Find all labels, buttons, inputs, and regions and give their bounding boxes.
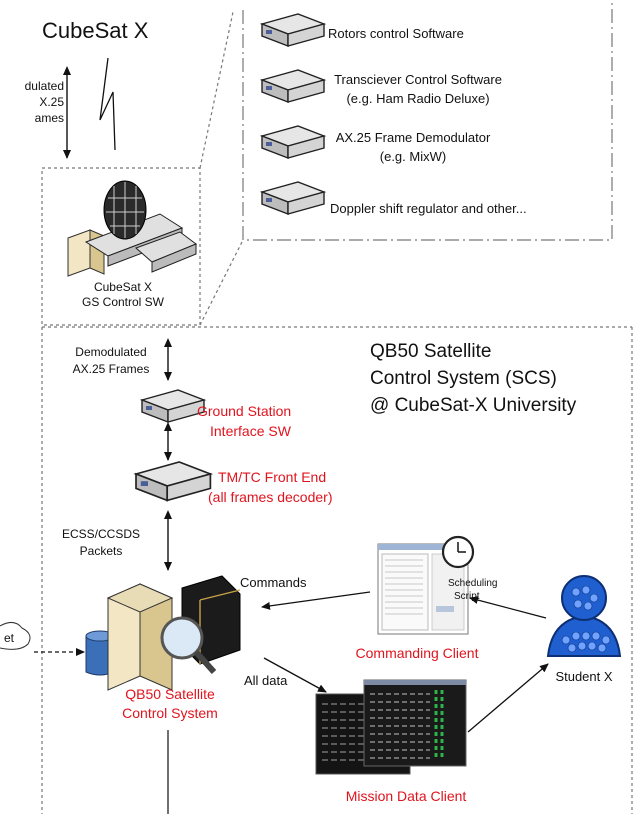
tmtc-icon <box>135 461 212 502</box>
scs-server-icon <box>85 575 241 691</box>
link-label-line2: X.25 <box>39 95 64 109</box>
internet-fragment: et <box>4 631 15 645</box>
mission-client-label: Mission Data Client <box>346 788 467 804</box>
commanding-client-label: Commanding Client <box>356 645 479 661</box>
mission-to-student-arrow <box>467 663 549 733</box>
student-to-commanding-arrow <box>469 596 547 619</box>
demodulator-software-icon <box>261 125 325 159</box>
internet-cloud-icon <box>0 622 31 650</box>
software-item-1: Rotors control Software <box>328 26 464 41</box>
software-item-2-sub: (e.g. Ham Radio Deluxe) <box>346 91 489 106</box>
software-item-3: AX.25 Frame Demodulator <box>336 130 491 145</box>
transceiver-software-icon <box>261 69 325 103</box>
gs-control-line2: GS Control SW <box>82 295 165 309</box>
scs-title-line2: Control System (SCS) <box>370 368 557 389</box>
alldata-arrow <box>263 657 327 693</box>
rotor-software-icon <box>261 13 325 47</box>
student-icon <box>546 575 622 657</box>
radio-link-icon <box>99 57 116 151</box>
doppler-software-icon <box>261 181 325 215</box>
clock-icon <box>441 535 475 569</box>
packets-line2: Packets <box>80 544 123 558</box>
scs-system-line2: Control System <box>122 705 218 721</box>
student-label: Student X <box>555 669 612 684</box>
scheduling-line2: Script <box>454 591 480 602</box>
scheduling-line1: Scheduling <box>448 578 497 589</box>
gs-control-line1: CubeSat X <box>94 280 152 294</box>
packets-line1: ECSS/CCSDS <box>62 527 140 541</box>
gs-interface-line2: Interface SW <box>210 423 292 439</box>
tmtc-line2: (all frames decoder) <box>208 489 333 505</box>
gs-interface-line1: Ground Station <box>197 403 291 419</box>
demod-label-line2: AX.25 Frames <box>73 362 150 376</box>
alldata-label: All data <box>244 673 288 688</box>
dashed-frames <box>41 0 633 814</box>
software-item-4: Doppler shift regulator and other... <box>330 201 527 216</box>
scs-title-line3: @ CubeSat-X University <box>370 395 577 416</box>
link-label-line1: dulated <box>25 79 64 93</box>
scs-title-line1: QB50 Satellite <box>370 341 491 362</box>
cubesat-title: CubeSat X <box>42 18 149 43</box>
link-label-line3: ames <box>35 111 64 125</box>
ground-station-icon <box>67 180 198 277</box>
scs-system-line1: QB50 Satellite <box>125 686 215 702</box>
demod-label-line1: Demodulated <box>75 345 146 359</box>
gs-interface-icon <box>141 389 205 423</box>
commands-arrow <box>261 591 371 610</box>
tmtc-line1: TM/TC Front End <box>218 469 326 485</box>
software-item-3-sub: (e.g. MixW) <box>380 149 446 164</box>
commands-label: Commands <box>240 575 307 590</box>
software-item-2: Transciever Control Software <box>334 72 502 87</box>
commanding-client-window <box>377 543 469 635</box>
mission-data-window <box>315 679 467 775</box>
